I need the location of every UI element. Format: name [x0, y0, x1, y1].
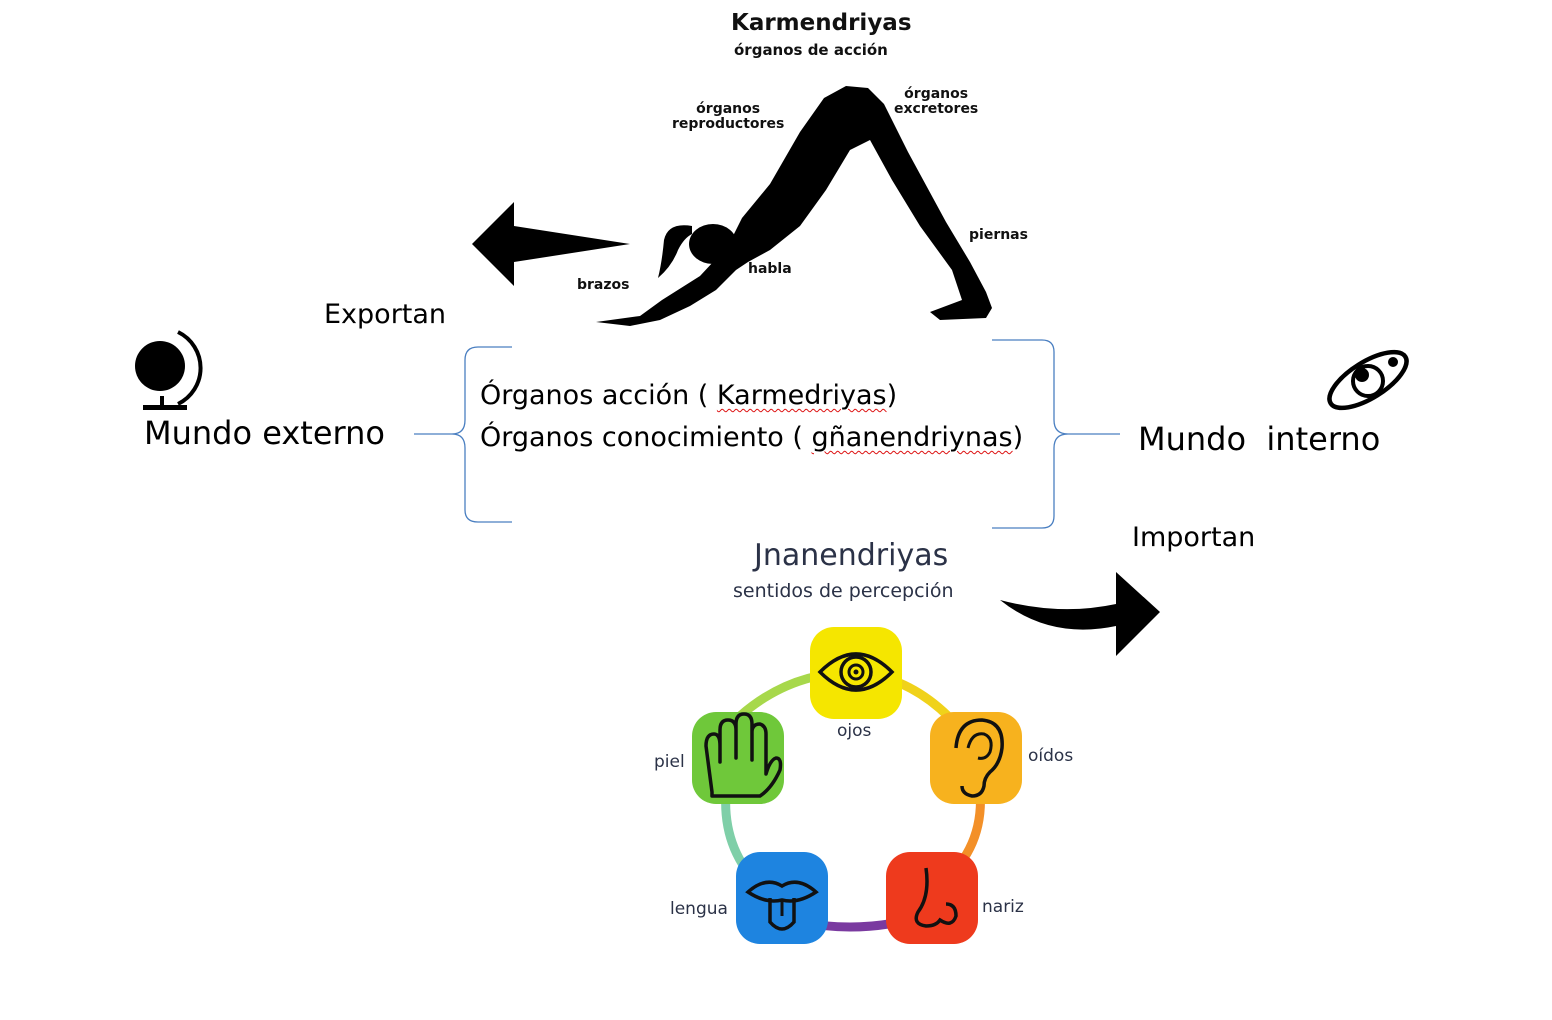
sense-label-lengua: lengua [670, 899, 728, 919]
karmedriyas-word: Karmedriyas [716, 380, 887, 411]
left-arrow-icon [472, 202, 630, 286]
mundo-interno-label: Mundo interno [1138, 420, 1381, 458]
orbit-icon [1327, 349, 1409, 411]
organos-accion-line: Órganos acción ( Karmedriyas) [480, 380, 897, 411]
yoga-figure-icon [596, 86, 992, 326]
gnanendriynas-word: gñanendriynas [811, 422, 1013, 453]
mundo-externo-label: Mundo externo [144, 414, 385, 452]
sense-label-ojos: ojos [837, 721, 872, 741]
label-excretores: órganos excretores [894, 86, 979, 117]
jnanendriyas-subtitle: sentidos de percepción [733, 580, 954, 602]
hand-icon [692, 712, 784, 804]
organos-conocimiento-line: Órganos conocimiento ( gñanendriynas) [480, 422, 1023, 453]
globe-icon [135, 330, 203, 410]
eye-icon [810, 627, 902, 719]
left-brace [414, 346, 512, 523]
sense-label-piel: piel [654, 752, 685, 772]
tongue-icon [736, 852, 828, 944]
line2-prefix: Órganos conocimiento ( [480, 422, 812, 453]
ear-icon [930, 712, 1022, 804]
label-brazos: brazos [577, 277, 630, 293]
label-reproductores: órganos reproductores [672, 101, 785, 132]
line2-suffix: ) [1012, 422, 1024, 453]
importan-label: Importan [1132, 522, 1256, 553]
label-piernas: piernas [969, 227, 1028, 243]
karmendriyas-title: Karmendriyas [731, 10, 912, 36]
sense-label-oidos: oídos [1028, 746, 1074, 766]
right-arrow-icon [1000, 572, 1160, 656]
nose-icon [886, 852, 978, 944]
right-brace [992, 339, 1120, 529]
karmendriyas-subtitle: órganos de acción [734, 41, 888, 59]
jnanendriyas-title: Jnanendriyas [754, 538, 949, 573]
sense-label-nariz: nariz [982, 897, 1024, 917]
line1-prefix: Órganos acción ( [480, 380, 717, 411]
label-habla: habla [748, 261, 792, 277]
line1-suffix: ) [886, 380, 898, 411]
exportan-label: Exportan [324, 299, 447, 330]
